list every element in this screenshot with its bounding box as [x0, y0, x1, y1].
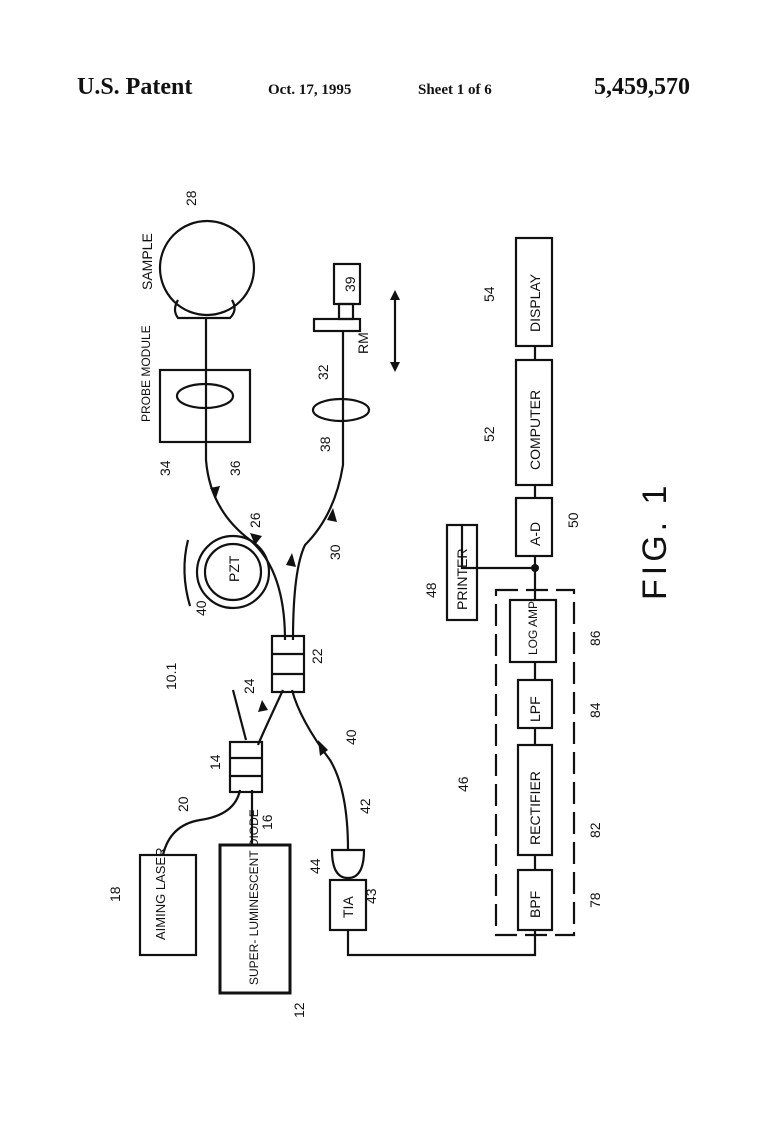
patent-number: 5,459,570	[594, 74, 690, 100]
lpf-label: LPF	[527, 696, 543, 722]
pzt-inner	[203, 542, 263, 602]
ref-34: 34	[157, 460, 173, 476]
ref-40-pzt: 40	[193, 600, 209, 616]
ref-26: 26	[247, 512, 263, 528]
fiber-20	[161, 789, 242, 856]
patent-title: U.S. Patent	[77, 74, 193, 100]
ref-46: 46	[455, 776, 471, 792]
fiber-24	[256, 689, 284, 746]
patent-date: Oct. 17, 1995	[268, 82, 352, 98]
reference-lens	[311, 397, 371, 423]
sample-sphere	[158, 219, 256, 317]
ref-36: 36	[227, 460, 243, 476]
aiming-laser-box	[138, 853, 198, 957]
sheet-number: Sheet 1 of 6	[418, 82, 492, 98]
ref-22: 22	[309, 648, 325, 664]
reference-fiber	[291, 330, 345, 641]
ref-28: 28	[183, 190, 199, 206]
dashed-block-46	[494, 588, 576, 937]
pzt-outer	[195, 534, 271, 610]
ref-50: 50	[565, 512, 581, 528]
figure-caption: FIG. 1	[636, 482, 674, 600]
signal-wire	[346, 930, 537, 957]
pzt-label: PZT	[226, 555, 242, 582]
coupler-14	[228, 740, 264, 794]
ref-24: 24	[241, 678, 257, 694]
sample-holder	[173, 299, 236, 320]
probe-module-label: PROBE MODULE	[139, 325, 153, 422]
ref-82: 82	[587, 822, 603, 838]
detector-fiber	[290, 689, 350, 851]
ref-52: 52	[481, 426, 497, 442]
ref-40-fiber: 40	[343, 729, 359, 745]
ad-label: A-D	[527, 522, 543, 546]
display-label: DISPLAY	[527, 273, 543, 332]
rm-label: RM	[355, 332, 371, 354]
pzt-rotation-arrow	[183, 539, 192, 607]
printer-wire	[460, 525, 535, 570]
sld-label: SUPER- LUMINESCENT DIODE	[247, 809, 261, 985]
ref-30: 30	[327, 544, 343, 560]
ref-54: 54	[481, 286, 497, 302]
ref-43: 43	[363, 888, 379, 904]
ref-38: 38	[317, 436, 333, 452]
printer-label: PRINTER	[454, 549, 470, 610]
bpf-label: BPF	[527, 891, 543, 918]
ref-84: 84	[587, 702, 603, 718]
rectifier-label: RECTIFIER	[527, 771, 543, 845]
aiming-laser-label: AIMING LASER	[153, 848, 168, 940]
ref-10-1: 10.1	[163, 663, 179, 690]
ref-18: 18	[107, 886, 123, 902]
computer-label: COMPUTER	[527, 390, 543, 470]
ref-16: 16	[259, 814, 275, 830]
ref-32: 32	[315, 364, 331, 380]
log-amp-box	[508, 598, 558, 664]
ref-48: 48	[423, 582, 439, 598]
ref-78: 78	[587, 892, 603, 908]
log-amp-label: LOG AMP	[526, 601, 540, 655]
ref-44: 44	[307, 858, 323, 874]
sample-label: SAMPLE	[139, 233, 155, 290]
tia-label: TIA	[340, 896, 356, 918]
ref-12: 12	[291, 1002, 307, 1018]
coupler-22	[270, 634, 306, 694]
ref-39: 39	[342, 276, 358, 292]
ref-42: 42	[357, 798, 373, 814]
ref-20: 20	[175, 796, 191, 812]
ref-86: 86	[587, 630, 603, 646]
ref-14: 14	[207, 754, 223, 770]
sld-box	[218, 843, 292, 995]
photodetector	[330, 848, 366, 880]
sample-fiber	[204, 318, 287, 641]
reference-mirror	[312, 317, 362, 333]
